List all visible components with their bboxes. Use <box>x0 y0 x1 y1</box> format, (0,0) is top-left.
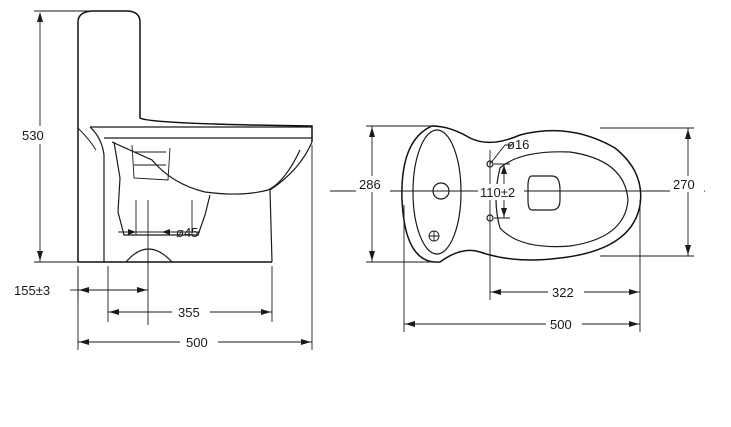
side-bowl-outer <box>269 141 313 263</box>
top-view: 286 270 ø16 110±2 322 500 <box>330 125 705 332</box>
top-tank-oval <box>412 129 462 255</box>
dim-outlet-offset-label: 155±3 <box>14 283 50 298</box>
dim-outlet-diameter-label: ø45 <box>176 225 198 240</box>
dim-bolt-diameter-label: ø16 <box>507 137 529 152</box>
top-outer-outline <box>401 125 642 263</box>
dim-total-length-top-label: 500 <box>550 317 572 332</box>
dim-tank-width-label: 286 <box>359 177 381 192</box>
dim-bolt-to-front-label: 322 <box>552 285 574 300</box>
side-trapway <box>113 141 211 236</box>
dim-height-label: 530 <box>22 128 44 143</box>
dim-outlet-to-front-label: 355 <box>178 305 200 320</box>
side-tank-outline <box>77 10 313 262</box>
side-outlet <box>125 248 173 263</box>
dim-total-length-side-label: 500 <box>186 335 208 350</box>
top-seat-outline <box>527 175 561 211</box>
top-bowl-inner <box>495 151 629 248</box>
side-view: 530 ø45 155±3 355 500 <box>14 10 313 350</box>
dim-bolt-spacing-label: 110±2 <box>480 185 515 200</box>
dim-bowl-width-label: 270 <box>673 177 695 192</box>
side-front-curve <box>89 126 105 262</box>
